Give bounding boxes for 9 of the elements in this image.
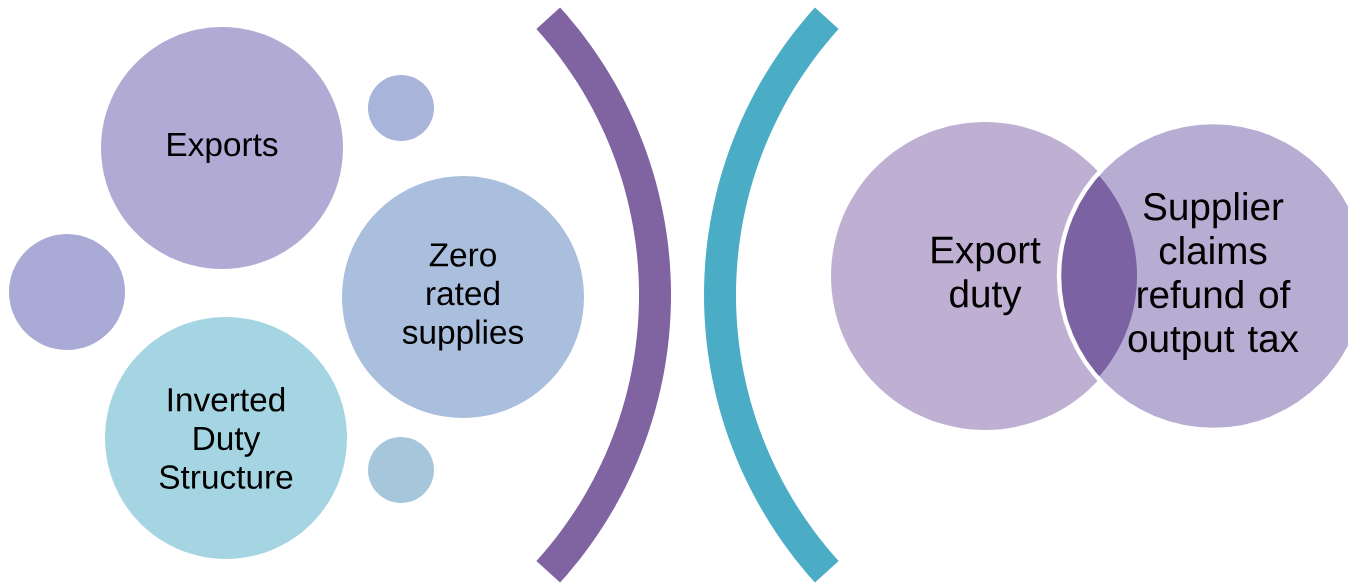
text-bubble: Exports (101, 27, 343, 269)
text-bubble: Supplier claims refund of output tax (1056, 119, 1348, 433)
small-bubble (368, 437, 434, 503)
text-bubble: Inverted Duty Structure (105, 317, 347, 559)
bracket-arc (704, 7, 839, 583)
bracket-arc (536, 7, 671, 583)
small-bubble (368, 75, 434, 141)
text-bubble: Zero rated supplies (342, 176, 584, 418)
small-bubble (9, 234, 125, 350)
